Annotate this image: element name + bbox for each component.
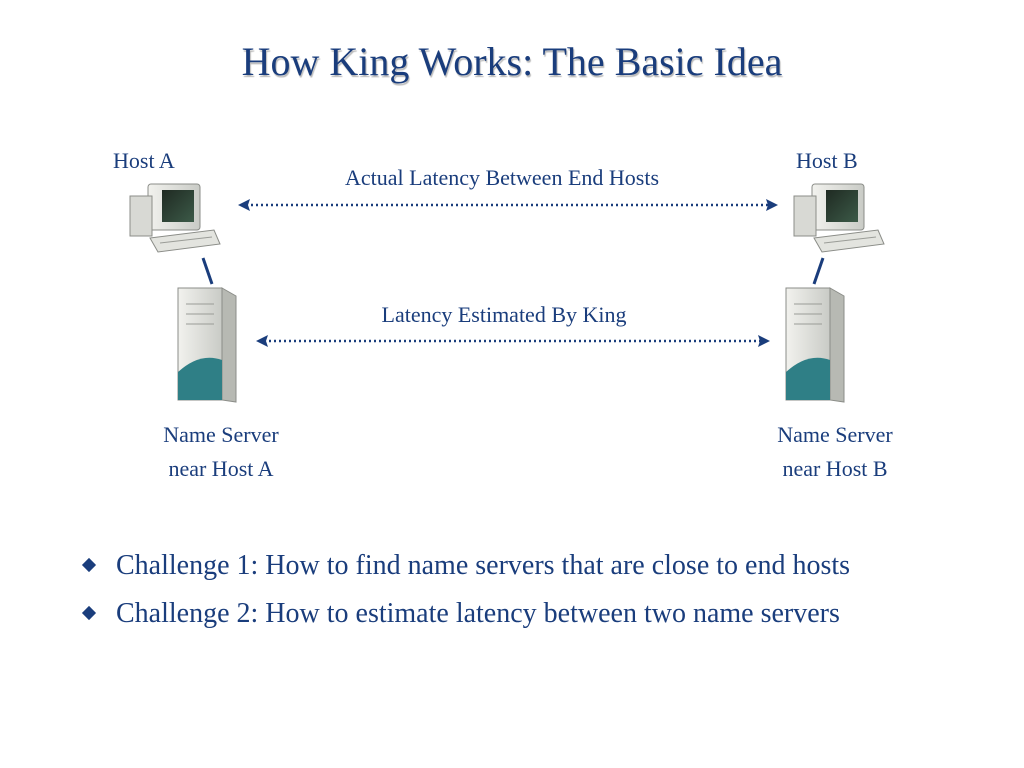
name-server-a-label-line2: near Host A xyxy=(168,456,274,481)
name-server-a-label-line1: Name Server xyxy=(163,422,279,447)
name-server-b-label-line1: Name Server xyxy=(777,422,893,447)
name-server-a-icon xyxy=(177,287,237,403)
actual-latency-label: Actual Latency Between End Hosts xyxy=(344,165,659,190)
challenge-1-text: Challenge 1: How to find name servers th… xyxy=(116,550,851,581)
estimated-latency-arrow xyxy=(256,335,770,347)
host-a-computer-icon xyxy=(129,183,221,253)
name-server-b-label: Name Server near Host B xyxy=(735,422,935,482)
host-a-to-ns-link xyxy=(201,257,214,285)
list-item: Challenge 1: How to find name servers th… xyxy=(80,546,960,586)
diamond-bullet-icon xyxy=(81,605,97,621)
host-a-label: Host A xyxy=(113,148,175,173)
challenge-2-text: Challenge 2: How to estimate latency bet… xyxy=(116,598,840,629)
estimated-latency-label: Latency Estimated By King xyxy=(381,302,627,327)
host-b-label: Host B xyxy=(796,148,858,173)
name-server-b-icon xyxy=(785,287,845,403)
challenge-list: Challenge 1: How to find name servers th… xyxy=(80,546,960,642)
list-item: Challenge 2: How to estimate latency bet… xyxy=(80,594,960,634)
diamond-bullet-icon xyxy=(81,557,97,573)
host-b-computer-icon xyxy=(793,183,885,253)
name-server-b-label-line2: near Host B xyxy=(782,456,888,481)
slide-title: How King Works: The Basic Idea xyxy=(241,39,783,84)
host-b-to-ns-link xyxy=(812,257,825,285)
name-server-a-label: Name Server near Host A xyxy=(121,422,321,482)
actual-latency-arrow xyxy=(238,199,778,211)
